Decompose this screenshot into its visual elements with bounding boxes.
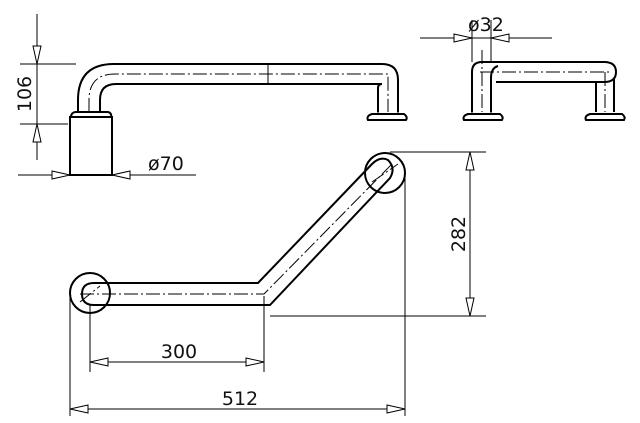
side-view-tube-outer	[77, 63, 382, 112]
overall-length-arrow-left	[69, 404, 89, 414]
straight-length-label: 300	[161, 341, 197, 363]
straight-length-arrow-right	[245, 357, 265, 367]
base-diameter-label: ø70	[148, 153, 184, 175]
plan-view-tube	[80, 157, 394, 306]
end-view-tube-cap	[603, 61, 618, 83]
height-dim-arrow-bottom	[32, 123, 42, 143]
side-view-base	[69, 116, 113, 176]
end-view-right-foot	[584, 113, 626, 121]
overall-length-label: 512	[222, 388, 258, 410]
base-diameter-arrow-left	[51, 170, 71, 180]
side-view-tube-inner	[99, 83, 382, 112]
rise-dim-arrow-top	[465, 151, 475, 171]
end-view-left-post	[471, 61, 487, 112]
side-view-right-foot	[366, 113, 408, 121]
height-dim-label: 106	[14, 76, 36, 112]
base-diameter-arrow-right	[111, 170, 131, 180]
end-view: ø32	[420, 14, 626, 121]
side-view: 106 ø70	[14, 14, 408, 180]
end-view-left-foot	[462, 113, 504, 121]
rise-dim-arrow-bottom	[465, 297, 475, 317]
plan-view: 282 300 512	[69, 151, 486, 416]
straight-length-arrow-left	[89, 357, 109, 367]
tube-diameter-arrow-right	[490, 33, 510, 43]
side-view-end-bend-inner	[377, 83, 383, 112]
side-view-flange	[70, 111, 113, 118]
tube-diameter-label: ø32	[468, 14, 504, 36]
rise-dim-label: 282	[448, 216, 470, 252]
overall-length-arrow-right	[386, 404, 406, 414]
end-view-right-post	[595, 78, 615, 112]
side-view-end-bend	[381, 63, 399, 112]
side-view-centerline	[88, 73, 389, 112]
height-dim-arrow-top	[32, 45, 42, 65]
tube-diameter-arrow-left	[453, 33, 473, 43]
plan-view-centerline	[80, 163, 393, 295]
